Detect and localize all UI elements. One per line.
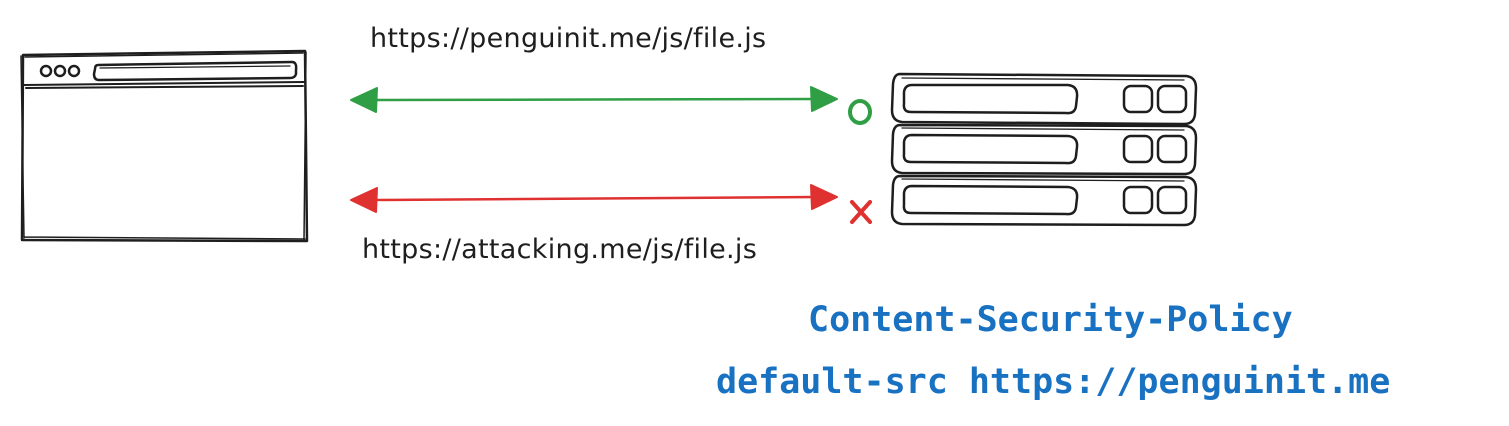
csp-header-name: Content-Security-Policy xyxy=(808,300,1293,340)
blocked-request-arrow xyxy=(350,184,838,213)
csp-header-value: default-src https://penguinit.me xyxy=(716,362,1391,402)
blocked-request-url: https://attacking.me/js/file.js xyxy=(362,234,758,265)
allowed-request-arrow xyxy=(350,86,838,113)
allowed-mark-icon xyxy=(848,99,872,125)
server-stack-icon xyxy=(890,72,1198,227)
blocked-mark-icon xyxy=(850,200,872,224)
allowed-request-url: https://penguinit.me/js/file.js xyxy=(370,23,767,54)
browser-window-icon xyxy=(20,49,309,243)
